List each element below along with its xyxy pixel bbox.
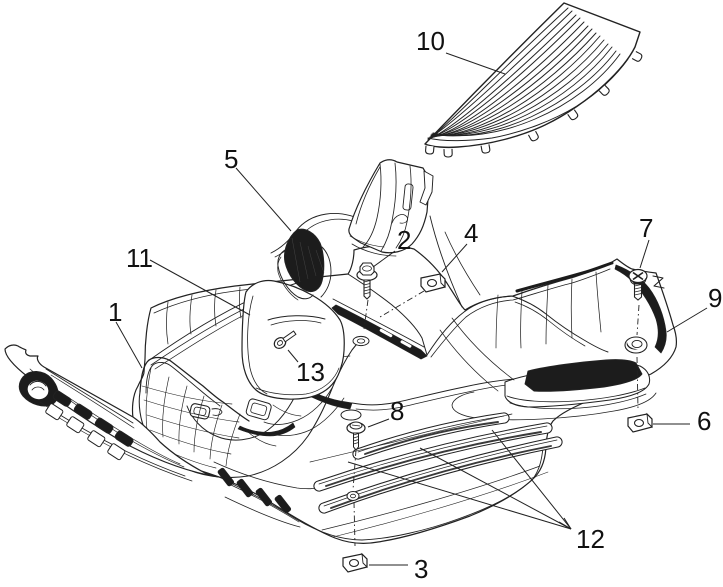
svg-text:10: 10 bbox=[416, 26, 445, 56]
svg-text:5: 5 bbox=[224, 144, 238, 174]
svg-text:12: 12 bbox=[576, 524, 605, 554]
svg-text:8: 8 bbox=[390, 396, 404, 426]
svg-text:1: 1 bbox=[108, 297, 122, 327]
svg-text:7: 7 bbox=[639, 213, 653, 243]
svg-text:13: 13 bbox=[296, 357, 325, 387]
svg-text:3: 3 bbox=[414, 554, 428, 582]
svg-text:4: 4 bbox=[464, 218, 478, 248]
svg-text:2: 2 bbox=[397, 225, 411, 255]
svg-text:9: 9 bbox=[708, 283, 722, 313]
svg-text:6: 6 bbox=[697, 406, 711, 436]
svg-text:11: 11 bbox=[126, 243, 153, 273]
